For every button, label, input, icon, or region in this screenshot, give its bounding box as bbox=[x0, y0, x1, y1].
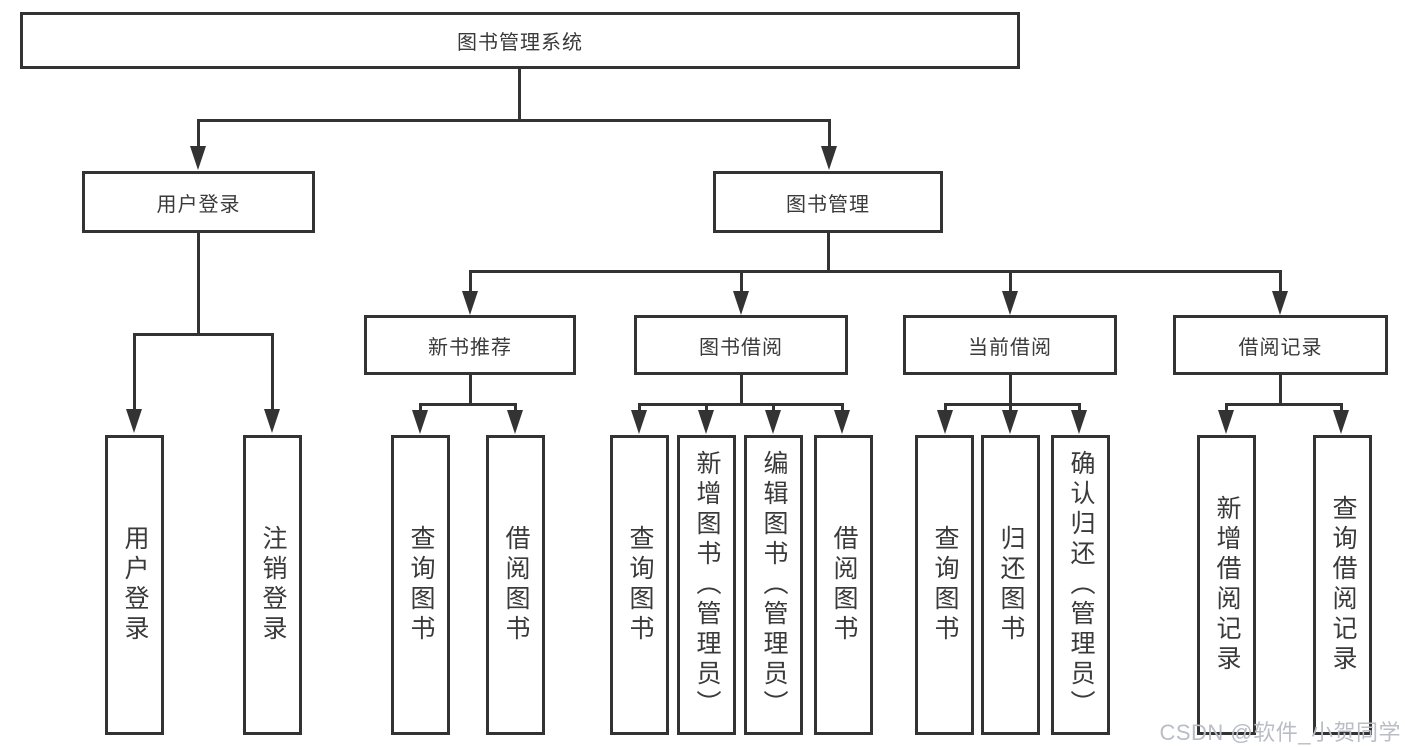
node-book-management: 图书管理 bbox=[713, 171, 943, 233]
leaf-borrow-books-recommend: 借阅图书 bbox=[486, 435, 545, 735]
node-book-borrowing: 图书借阅 bbox=[634, 315, 848, 375]
leaf-add-books-admin: 新增图书（管理员） bbox=[677, 435, 736, 735]
node-borrowing-records-label: 借阅记录 bbox=[1238, 336, 1323, 359]
arrow-down-icon bbox=[1002, 410, 1018, 434]
node-book-borrowing-label: 图书借阅 bbox=[699, 336, 783, 359]
connector-line bbox=[197, 119, 200, 149]
connector-line bbox=[944, 403, 1081, 406]
arrow-down-icon bbox=[126, 409, 142, 433]
node-root-label: 图书管理系统 bbox=[457, 32, 583, 54]
connector-line bbox=[469, 375, 472, 406]
connector-line bbox=[1078, 403, 1081, 413]
connector-line bbox=[133, 333, 274, 336]
arrow-down-icon bbox=[733, 291, 749, 315]
node-root: 图书管理系统 bbox=[20, 12, 1020, 69]
leaf-query-books-recommend: 查询图书 bbox=[391, 435, 450, 735]
arrow-down-icon bbox=[507, 410, 523, 434]
connector-line bbox=[469, 270, 1282, 273]
node-borrowing-records: 借阅记录 bbox=[1173, 315, 1388, 375]
connector-line bbox=[1009, 270, 1012, 293]
node-user-login: 用户登录 bbox=[82, 171, 315, 233]
connector-line bbox=[740, 375, 743, 406]
connector-line bbox=[133, 333, 136, 411]
leaf-confirm-return-admin: 确认归还（管理员） bbox=[1051, 435, 1110, 735]
node-new-book-recommend: 新书推荐 bbox=[364, 315, 576, 375]
connector-line bbox=[638, 403, 844, 406]
csdn-watermark: CSDN @软件_小贺同学 bbox=[1159, 720, 1401, 745]
leaf-logout: 注销登录 bbox=[243, 435, 302, 735]
node-user-login-label: 用户登录 bbox=[156, 193, 241, 216]
connector-line bbox=[197, 232, 200, 335]
connector-line bbox=[841, 403, 844, 413]
arrow-down-icon bbox=[412, 410, 428, 434]
node-new-book-recommend-label: 新书推荐 bbox=[428, 336, 512, 359]
arrow-down-icon bbox=[834, 410, 850, 434]
connector-line bbox=[469, 270, 472, 293]
arrow-down-icon bbox=[190, 146, 206, 170]
arrow-down-icon bbox=[1002, 291, 1018, 315]
connector-line bbox=[828, 119, 831, 149]
arrow-down-icon bbox=[937, 410, 953, 434]
connector-line bbox=[772, 403, 775, 413]
connector-line bbox=[827, 232, 830, 272]
connector-line bbox=[1340, 403, 1343, 413]
leaf-user-login: 用户登录 bbox=[105, 435, 164, 735]
connector-line bbox=[197, 119, 831, 122]
connector-line bbox=[419, 403, 422, 413]
arrow-down-icon bbox=[631, 410, 647, 434]
leaf-query-borrow-record: 查询借阅记录 bbox=[1313, 435, 1372, 735]
arrow-down-icon bbox=[264, 409, 280, 433]
connector-line bbox=[638, 403, 641, 413]
connector-line bbox=[1225, 403, 1228, 413]
connector-line bbox=[705, 403, 708, 413]
arrow-down-icon bbox=[462, 291, 478, 315]
arrow-down-icon bbox=[765, 410, 781, 434]
connector-line bbox=[419, 403, 517, 406]
leaf-edit-books-admin: 编辑图书（管理员） bbox=[744, 435, 803, 735]
connector-line bbox=[518, 68, 521, 121]
leaf-query-books-current: 查询图书 bbox=[915, 435, 974, 735]
arrow-down-icon bbox=[821, 146, 837, 170]
arrow-down-icon bbox=[1272, 291, 1288, 315]
arrow-down-icon bbox=[1218, 410, 1234, 434]
node-current-borrowing-label: 当前借阅 bbox=[968, 336, 1052, 359]
connector-line bbox=[944, 403, 947, 413]
arrow-down-icon bbox=[1333, 410, 1349, 434]
node-book-management-label: 图书管理 bbox=[786, 193, 870, 216]
leaf-add-borrow-record: 新增借阅记录 bbox=[1197, 435, 1256, 735]
connector-line bbox=[514, 403, 517, 413]
arrow-down-icon bbox=[1071, 410, 1087, 434]
connector-line bbox=[740, 270, 743, 293]
node-current-borrowing: 当前借阅 bbox=[903, 315, 1117, 375]
connector-line bbox=[1225, 403, 1343, 406]
leaf-return-books: 归还图书 bbox=[981, 435, 1040, 735]
connector-line bbox=[1009, 375, 1012, 406]
leaf-query-books-borrowing: 查询图书 bbox=[610, 435, 669, 735]
connector-line bbox=[1009, 403, 1012, 413]
leaf-borrow-books: 借阅图书 bbox=[814, 435, 873, 735]
arrow-down-icon bbox=[698, 410, 714, 434]
connector-line bbox=[1279, 375, 1282, 406]
connector-line bbox=[271, 333, 274, 411]
connector-line bbox=[1279, 270, 1282, 293]
